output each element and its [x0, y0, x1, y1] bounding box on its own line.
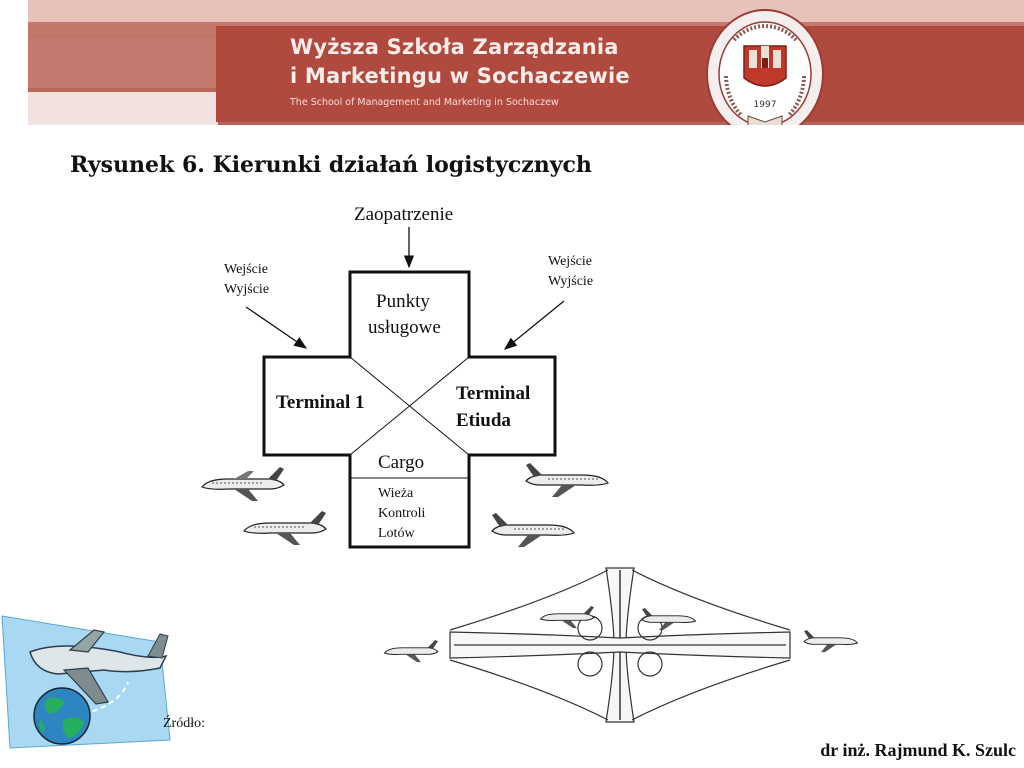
supply-label: Zaopatrzenie — [354, 204, 454, 225]
terminal-1-label: Terminal 1 — [276, 392, 365, 413]
author-name: dr inż. Rajmund K. Szulc — [820, 740, 1016, 760]
control-tower-label: Kontroli — [378, 506, 426, 521]
cargo-label: Cargo — [378, 452, 425, 473]
left-input-label: Wejście — [224, 262, 268, 277]
service-points-label: usługowe — [368, 317, 441, 338]
right-output-label: Wyjście — [548, 274, 594, 289]
banner-stripe — [28, 0, 1024, 22]
airplane-icon — [539, 606, 595, 629]
airplane-icon — [491, 513, 575, 547]
seal-year: 1997 — [754, 100, 777, 110]
source-label: Źródło: — [163, 716, 205, 731]
school-name-line2: i Marketingu w Sochaczewie — [290, 64, 630, 88]
school-name-english: The School of Management and Marketing i… — [290, 97, 559, 108]
control-tower-label: Wieża — [378, 486, 414, 501]
right-io-arrow — [503, 300, 565, 350]
diagram-graphics — [201, 227, 609, 549]
service-points-label: Punkty — [376, 291, 430, 312]
school-name-line1: Wyższa Szkoła Zarządzania — [290, 35, 619, 59]
airplane-icon — [29, 629, 169, 705]
left-io-arrow — [245, 306, 308, 349]
interchange-illustration — [383, 567, 859, 723]
banner-stripe — [28, 92, 218, 125]
cross-diagonal — [349, 356, 470, 456]
airplane-icon — [641, 608, 697, 631]
airplane-icon — [243, 511, 327, 545]
control-tower-label: Lotów — [378, 526, 415, 541]
airplane-icon — [201, 467, 285, 501]
terminal-etiuda-label: Terminal — [456, 383, 531, 404]
header-banner: Wyższa Szkoła Zarządzania i Marketingu w… — [28, 0, 1024, 125]
right-input-label: Wejście — [548, 254, 592, 269]
logistics-diagram: Zaopatrzenie Wejście Wyjście Wejście Wyj… — [0, 195, 1024, 575]
school-name-panel: Wyższa Szkoła Zarządzania i Marketingu w… — [216, 26, 1024, 122]
airplane-icon — [525, 463, 609, 497]
airplane-icon — [803, 630, 859, 653]
seal-icon: 1997 — [706, 9, 824, 125]
banner-stripe — [28, 38, 218, 88]
figure-title: Rysunek 6. Kierunki działań logistycznyc… — [70, 152, 592, 178]
terminal-etiuda-label: Etiuda — [456, 410, 511, 431]
left-output-label: Wyjście — [224, 282, 270, 297]
castle-icon — [743, 45, 787, 87]
airplane-icon — [383, 640, 439, 663]
globe-icon — [33, 687, 91, 745]
travel-clipart — [1, 615, 171, 749]
